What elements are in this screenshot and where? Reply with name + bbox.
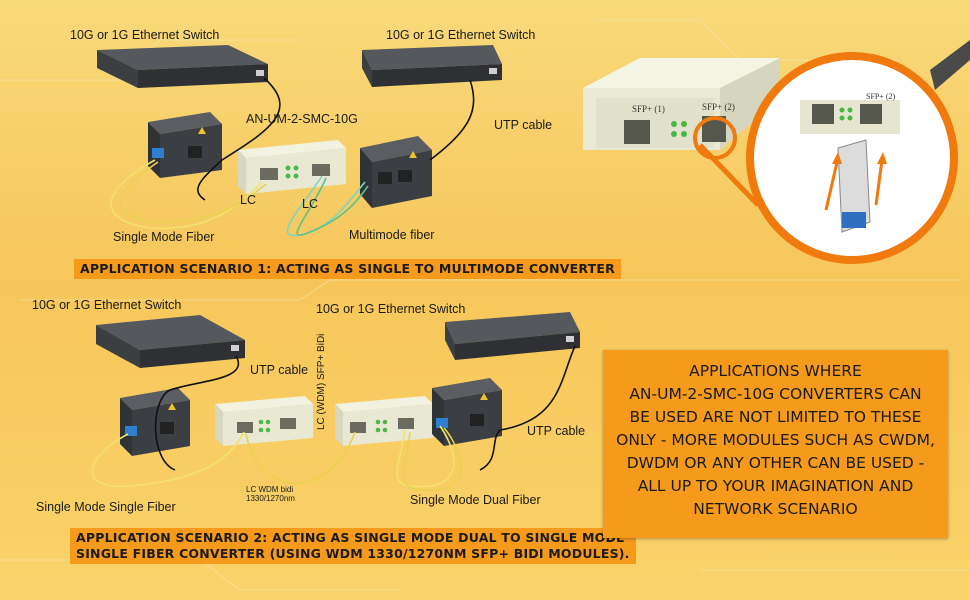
lc-connector-label: LC: [302, 197, 318, 211]
single-mode-fiber: [245, 431, 356, 484]
wavelength-label: 1330/1270nm: [246, 494, 295, 503]
converter-chassis-icon: [215, 396, 313, 446]
scenario2-banner-line2: SINGLE FIBER CONVERTER (USING WDM 1330/1…: [76, 546, 630, 561]
utp-cable: [429, 79, 475, 161]
single-mode-fiber: [91, 431, 245, 488]
single-mode-fiber-label: Single Mode Fiber: [113, 230, 215, 244]
switch-label: 10G or 1G Ethernet Switch: [32, 298, 182, 312]
media-converter-icon: [360, 136, 432, 208]
converter-chassis-icon: [238, 140, 346, 194]
media-converter-icon: [432, 378, 502, 446]
applications-line: DWDM OR ANY OTHER CAN BE USED -: [626, 454, 925, 472]
sfp-bidi-vertical-label: LC (WDM) SFP+ BiDi: [316, 333, 327, 430]
utp-cable: [197, 77, 281, 201]
multimode-fiber-label: Multimode fiber: [349, 228, 435, 242]
ethernet-switch-icon: [96, 315, 245, 368]
zoom-ring-icon: SFP+ (2): [693, 40, 970, 264]
switch-label: 10G or 1G Ethernet Switch: [70, 28, 220, 42]
wdm-bidi-label: LC WDM bidi: [246, 485, 294, 494]
converter-model-label: AN-UM-2-SMC-10G: [246, 112, 358, 126]
svg-text:SFP+ (2): SFP+ (2): [866, 92, 896, 101]
applications-line: NETWORK SCENARIO: [693, 500, 858, 518]
scenario2-banner-line1: APPLICATION SCENARIO 2: ACTING AS SINGLE…: [76, 530, 625, 545]
ethernet-switch-icon: [362, 45, 502, 87]
utp-cable: [154, 355, 240, 471]
applications-line: ALL UP TO YOUR IMAGINATION AND: [637, 477, 914, 495]
switch-label: 10G or 1G Ethernet Switch: [316, 302, 466, 316]
single-mode-single-fiber-label: Single Mode Single Fiber: [36, 500, 176, 514]
media-converter-icon: [148, 112, 222, 178]
scenario1-banner: APPLICATION SCENARIO 1: ACTING AS SINGLE…: [74, 259, 621, 279]
utp-cable-label: UTP cable: [250, 363, 309, 377]
media-converter-icon: [120, 388, 190, 456]
utp-cable-label: UTP cable: [527, 424, 586, 438]
multimode-fiber: [296, 177, 369, 236]
single-mode-fiber: [396, 425, 455, 488]
applications-line: ONLY - MORE MODULES SUCH AS CWDM,: [616, 431, 935, 449]
ethernet-switch-icon: [445, 312, 580, 360]
ethernet-switch-icon: [97, 45, 268, 88]
svg-text:SFP+ (2): SFP+ (2): [702, 102, 735, 112]
svg-text:SFP+ (1): SFP+ (1): [632, 104, 665, 114]
applications-line: AN-UM-2-SMC-10G CONVERTERS CAN: [629, 385, 922, 403]
single-mode-fiber: [120, 161, 267, 224]
utp-cable: [479, 345, 576, 471]
applications-line: BE USED ARE NOT LIMITED TO THESE: [629, 408, 922, 426]
applications-note-box: APPLICATIONS WHERE AN-UM-2-SMC-10G CONVE…: [603, 350, 948, 538]
utp-cable-label: UTP cable: [494, 118, 553, 132]
switch-label: 10G or 1G Ethernet Switch: [386, 28, 536, 42]
applications-line: APPLICATIONS WHERE: [689, 362, 862, 380]
converter-chassis-icon: [335, 396, 433, 446]
scenario2-banner: APPLICATION SCENARIO 2: ACTING AS SINGLE…: [70, 528, 636, 564]
lc-connector-label: LC: [240, 193, 256, 207]
single-mode-dual-fiber-label: Single Mode Dual Fiber: [410, 493, 541, 507]
single-mode-fiber: [402, 427, 462, 491]
